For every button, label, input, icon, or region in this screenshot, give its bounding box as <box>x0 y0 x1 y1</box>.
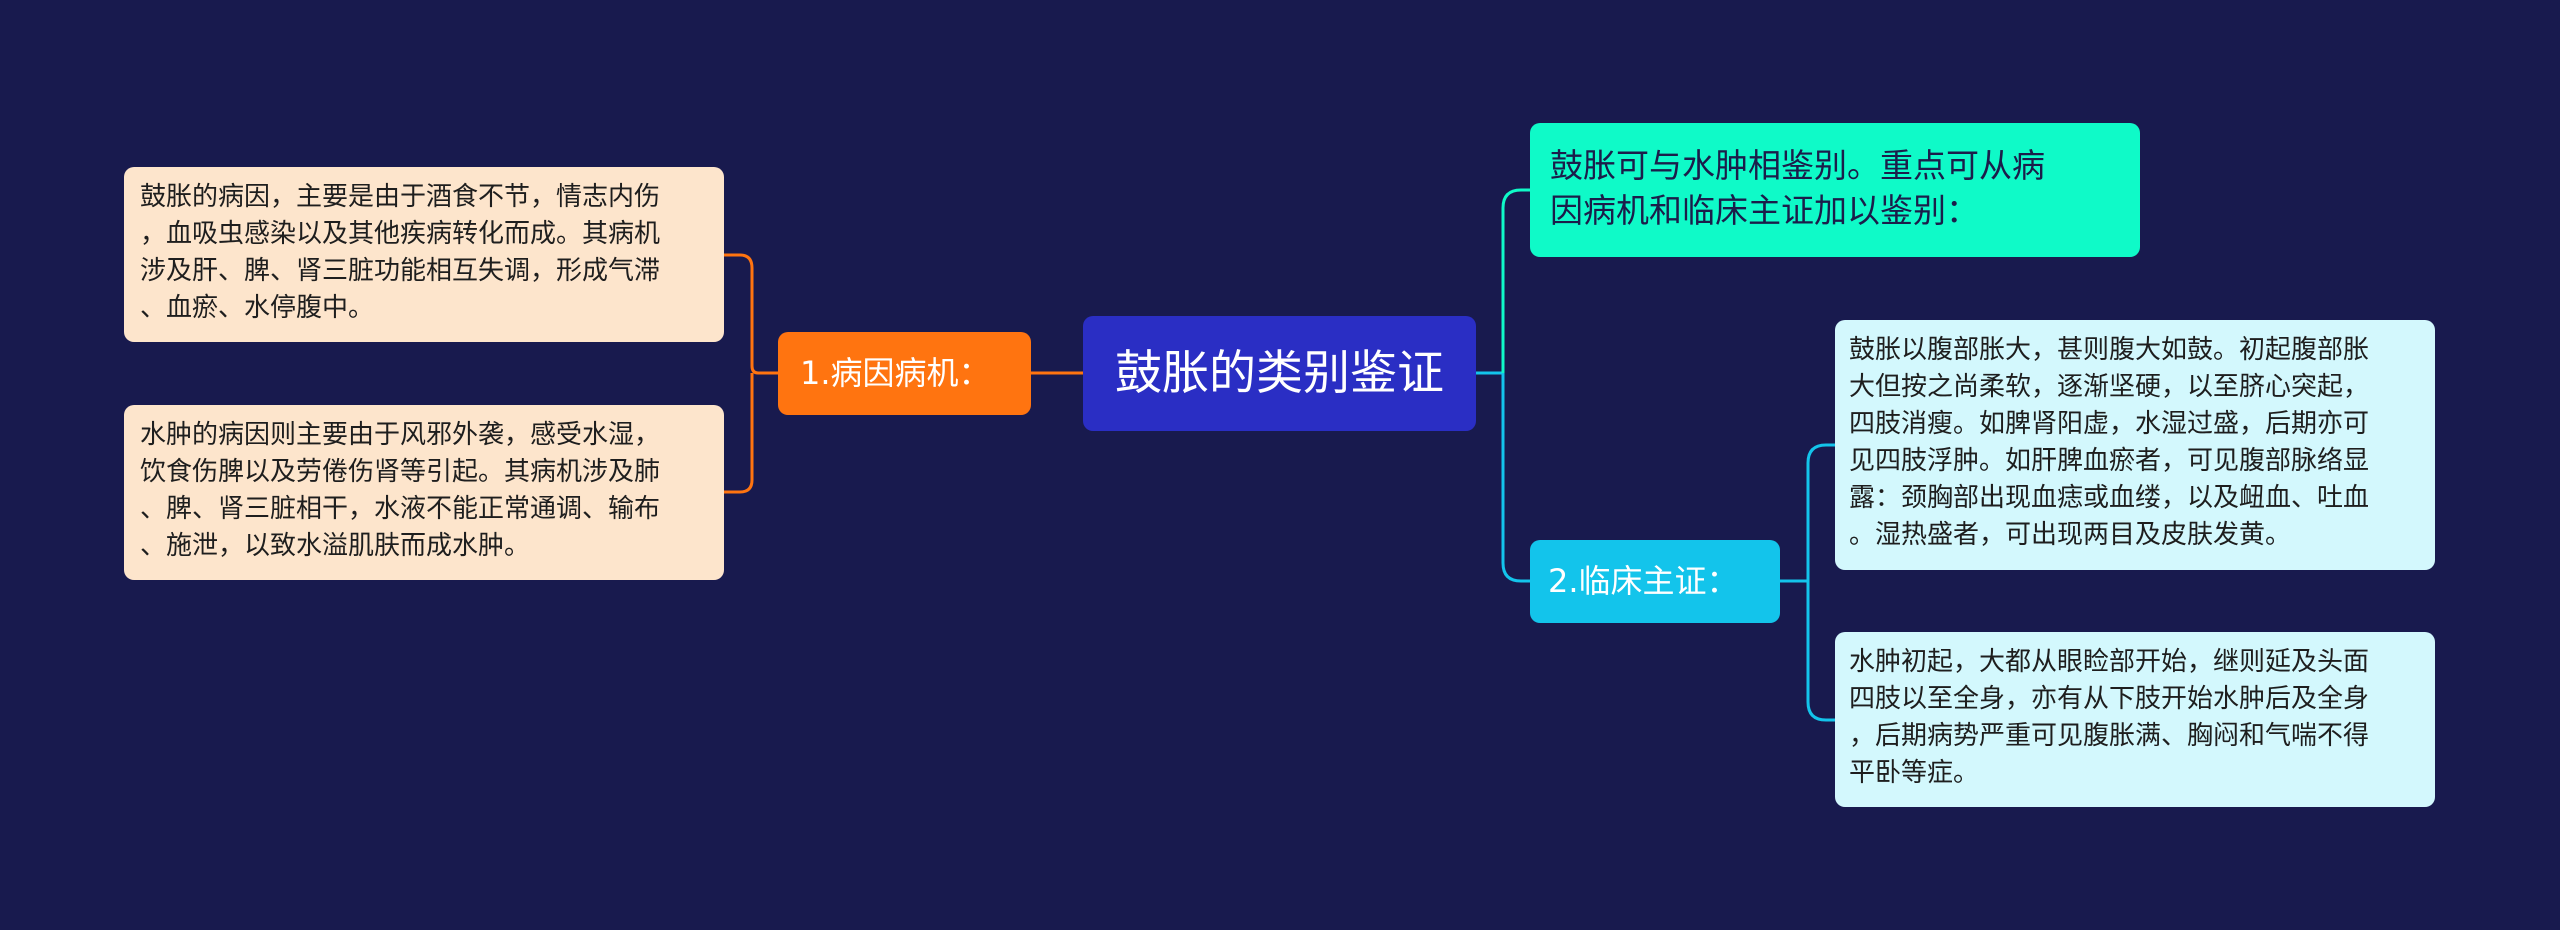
leaf-node-tympanites-cause[interactable]: 鼓胀的病因，主要是由于酒食不节，情志内伤 ，血吸虫感染以及其他疾病转化而成。其病… <box>124 167 724 342</box>
leaf-node-tympanites-signs[interactable]: 鼓胀以腹部胀大，甚则腹大如鼓。初起腹部胀 大但按之尚柔软，逐渐坚硬，以至脐心突起… <box>1835 320 2435 570</box>
connector-right-top <box>1501 188 1530 373</box>
connector-left-leaf-2 <box>724 373 754 494</box>
branch-node-clinical-signs[interactable]: 2.临床主证： <box>1530 540 1780 623</box>
connector-right-leaf-2 <box>1806 581 1835 722</box>
branch-node-differentiation-note[interactable]: 鼓胀可与水肿相鉴别。重点可从病 因病机和临床主证加以鉴别： <box>1530 123 2140 257</box>
root-node[interactable]: 鼓胀的类别鉴证 <box>1083 316 1476 431</box>
connector-right-branch <box>1501 373 1530 583</box>
connector-left-leaf-1 <box>724 253 778 375</box>
leaf-node-edema-cause[interactable]: 水肿的病因则主要由于风邪外袭，感受水湿， 饮食伤脾以及劳倦伤肾等引起。其病机涉及… <box>124 405 724 580</box>
branch-node-pathogenesis[interactable]: 1.病因病机： <box>778 332 1031 415</box>
connector-right-leaf-1 <box>1780 443 1835 583</box>
leaf-node-edema-signs[interactable]: 水肿初起，大都从眼睑部开始，继则延及头面 四肢以至全身，亦有从下肢开始水肿后及全… <box>1835 632 2435 807</box>
